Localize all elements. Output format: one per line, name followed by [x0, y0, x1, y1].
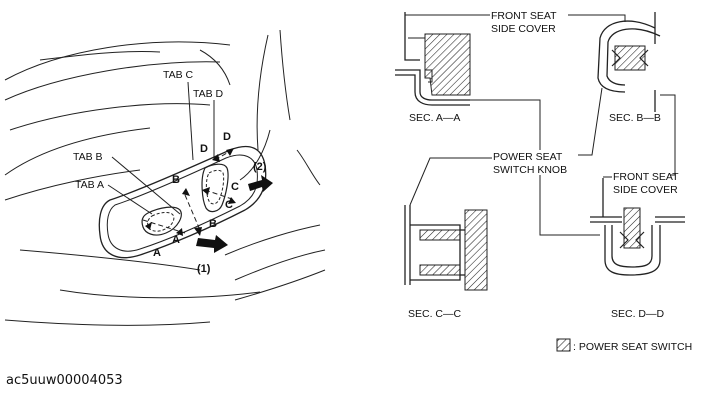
mark-b-lower: B	[209, 218, 217, 230]
power-seat-switch-knob-label-1: POWER SEAT	[493, 151, 563, 163]
mark-d-lower: D	[200, 143, 208, 155]
step-1-label: (1)	[197, 263, 211, 275]
tab-b-label: TAB B	[73, 151, 103, 163]
mark-d-upper: D	[223, 131, 231, 143]
section-c-c-label: SEC. C—C	[408, 308, 462, 320]
mark-b-upper: B	[172, 174, 180, 186]
section-d-d	[590, 178, 685, 276]
tab-c-label: TAB C	[163, 69, 194, 81]
front-seat-side-cover-right-label-1: FRONT SEAT	[613, 171, 679, 183]
image-id: ac5uuw00004053	[6, 373, 123, 388]
section-c-c	[404, 205, 488, 291]
removal-arrow-2	[248, 175, 273, 192]
section-arrows	[145, 148, 236, 236]
removal-arrow-1	[196, 235, 228, 253]
leader-lines	[405, 14, 676, 236]
section-b-b-label: SEC. B—B	[609, 112, 661, 124]
mark-a-upper: A	[172, 234, 180, 246]
seat-illustration	[4, 29, 326, 326]
front-seat-side-cover-top-label-2: SIDE COVER	[491, 23, 556, 35]
section-a-a-label: SEC. A—A	[409, 112, 460, 124]
section-b-b	[597, 12, 661, 112]
section-a-a	[395, 12, 471, 106]
mark-a-lower: A	[153, 247, 161, 259]
section-d-d-label: SEC. D—D	[611, 308, 665, 320]
legend-hatch-swatch	[556, 338, 571, 352]
mark-c-upper: C	[231, 181, 239, 193]
front-seat-side-cover-right-label-2: SIDE COVER	[613, 184, 678, 196]
removal-diagram: TAB C TAB D TAB B TAB A D D B C C B A A …	[4, 10, 692, 353]
front-seat-side-cover-top-label-1: FRONT SEAT	[491, 10, 557, 22]
step-2-label: (2)	[253, 161, 267, 173]
mark-c-lower: C	[225, 199, 233, 211]
power-seat-switch-knob-label-2: SWITCH KNOB	[493, 164, 567, 176]
tab-a-label: TAB A	[75, 179, 104, 191]
tab-d-label: TAB D	[193, 88, 224, 100]
legend-label: : POWER SEAT SWITCH	[573, 341, 692, 353]
